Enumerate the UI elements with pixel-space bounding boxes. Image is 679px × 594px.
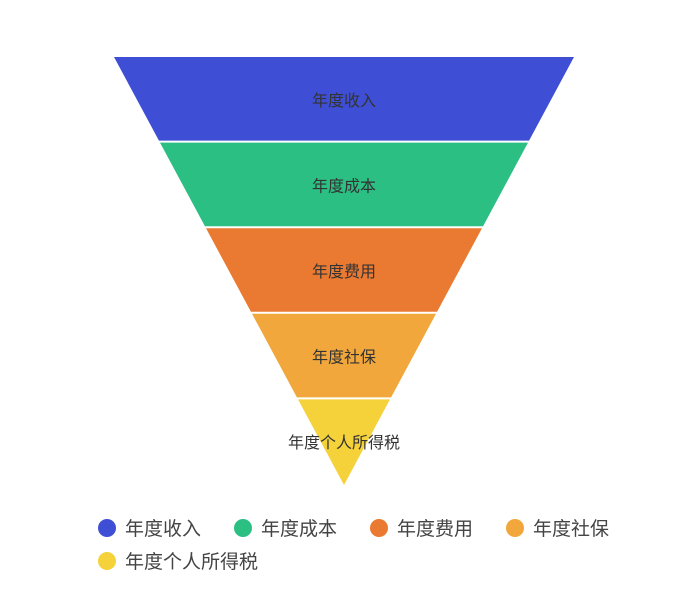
legend-item[interactable]: 年度成本	[234, 514, 337, 541]
funnel-segment-label: 年度个人所得税	[288, 433, 400, 452]
legend-marker-icon	[234, 518, 252, 537]
funnel-segment-label: 年度社保	[312, 348, 376, 367]
legend-marker-icon	[370, 518, 388, 537]
legend-label: 年度费用	[397, 518, 474, 540]
funnel-segment[interactable]	[206, 228, 482, 312]
legend-marker-icon	[98, 551, 116, 570]
legend-item[interactable]: 年度收入	[98, 514, 201, 541]
funnel-segment-label: 年度成本	[312, 176, 376, 195]
legend-label: 年度成本	[261, 518, 338, 540]
legend-label: 年度个人所得税	[125, 551, 259, 573]
funnel-segment-label: 年度费用	[312, 262, 376, 281]
funnel-segment[interactable]	[298, 399, 390, 485]
legend-item[interactable]: 年度费用	[370, 514, 473, 541]
legend-marker-icon	[506, 518, 524, 537]
funnel-segment[interactable]	[160, 142, 528, 227]
funnel-segment[interactable]	[252, 313, 436, 398]
legend-label: 年度收入	[125, 518, 202, 540]
legend-label: 年度社保	[533, 518, 610, 540]
funnel-segment[interactable]	[114, 57, 574, 141]
legend-item[interactable]: 年度个人所得税	[98, 547, 258, 574]
funnel-segment-label: 年度收入	[312, 91, 376, 110]
legend-item[interactable]: 年度社保	[506, 514, 609, 541]
legend-marker-icon	[98, 518, 116, 537]
